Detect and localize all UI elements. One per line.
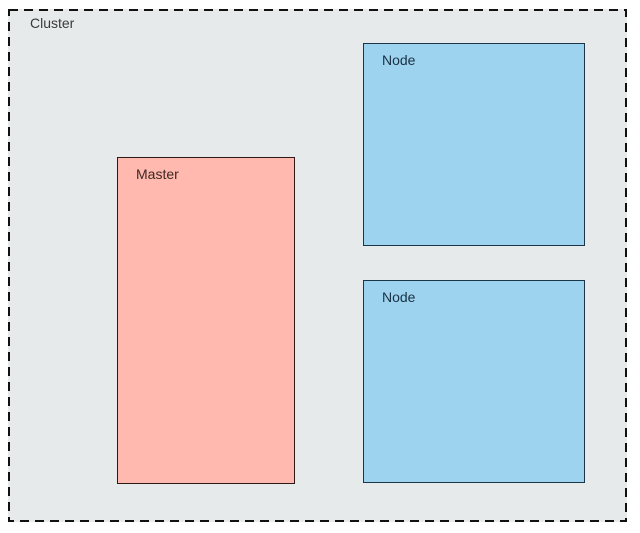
master-box: Master: [117, 157, 295, 484]
node-label: Node: [382, 52, 416, 68]
node-box: Node: [363, 43, 585, 246]
master-label: Master: [136, 166, 179, 182]
cluster-label: Cluster: [30, 15, 75, 31]
node-box: Node: [363, 280, 585, 483]
cluster-container: Cluster Master Node Node: [8, 9, 627, 522]
node-label: Node: [382, 289, 416, 305]
